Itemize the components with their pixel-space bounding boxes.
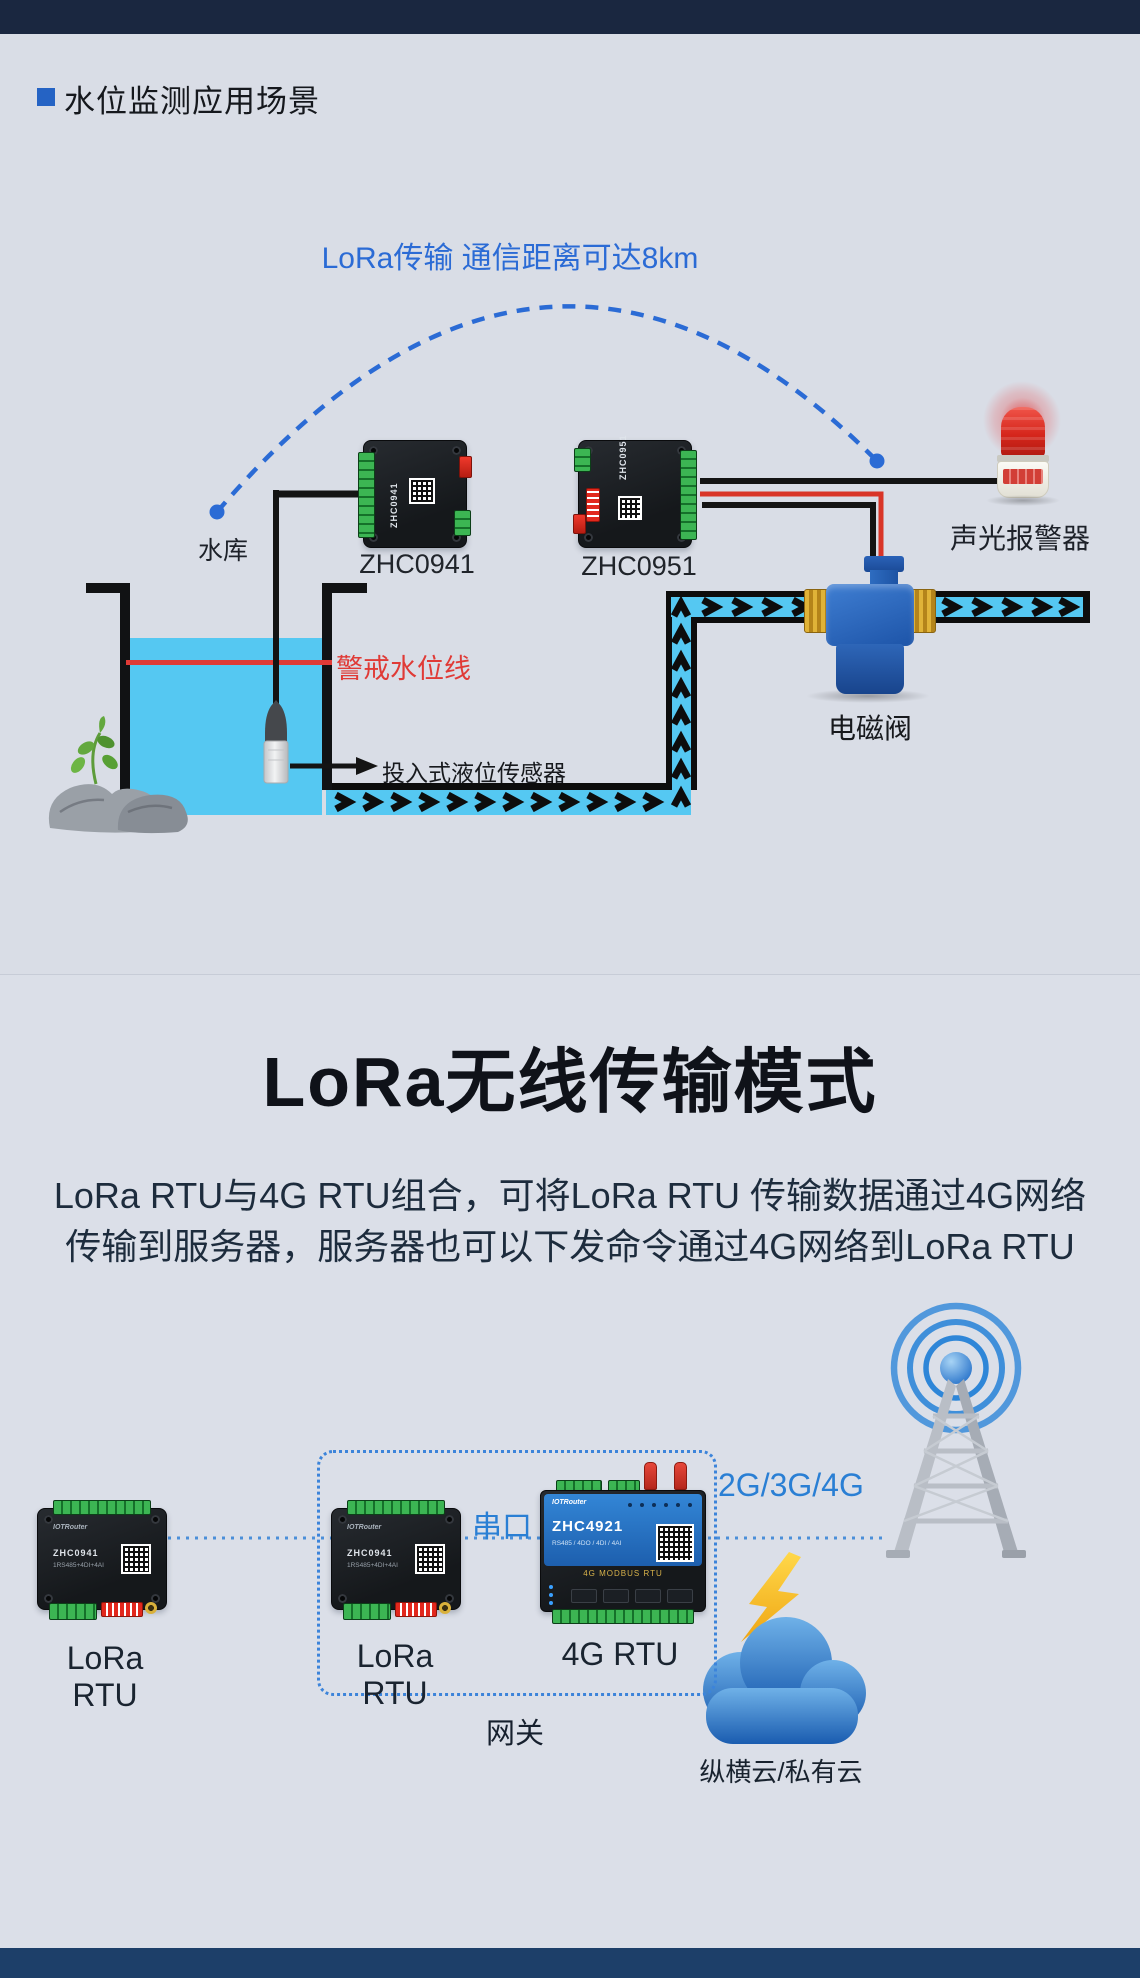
model-sub-print: 1RS485+4DI+4AI bbox=[347, 1562, 398, 1569]
model-print: ZHC0941 bbox=[347, 1548, 393, 1558]
warning-line-label: 警戒水位线 bbox=[336, 654, 471, 684]
lora-rtu-1-label: LoRa RTU bbox=[66, 1640, 144, 1713]
alarm-base bbox=[997, 461, 1049, 498]
lightning-icon bbox=[741, 1552, 801, 1642]
sensor-label-arrow bbox=[290, 757, 378, 775]
brand-print: IOTRouter bbox=[552, 1499, 587, 1506]
cloud-label: 纵横云/私有云 bbox=[699, 1757, 863, 1787]
alarm-label: 声光报警器 bbox=[950, 523, 1091, 554]
network-label: 2G/3G/4G bbox=[718, 1467, 864, 1503]
device-zhc0951: ZHC0951 bbox=[573, 434, 697, 548]
signal-tower-icon bbox=[886, 1302, 1026, 1558]
brand-print: IOTRouter bbox=[53, 1524, 88, 1531]
warning-water-line bbox=[126, 660, 332, 665]
section2-description: LoRa RTU与4G RTU组合，可将LoRa RTU 传输数据通过4G网络 … bbox=[0, 1170, 1140, 1272]
section1-title: 水位监测应用场景 bbox=[64, 84, 320, 119]
water-monitoring-diagram bbox=[48, 304, 1090, 834]
alarm-collar bbox=[997, 455, 1049, 462]
model-print: ZHC4921 bbox=[552, 1518, 624, 1535]
device-zhc0941: ZHC0941 bbox=[358, 440, 472, 548]
device-type-print: 4G MODBUS RTU bbox=[583, 1569, 663, 1578]
valve-brass-left bbox=[804, 589, 830, 633]
reservoir-water bbox=[130, 638, 322, 815]
antenna-icon bbox=[644, 1462, 657, 1490]
signal-wires bbox=[276, 478, 1002, 568]
device-lora-rtu-1: IOTRouter ZHC0941 1RS485+4DI+4AI bbox=[37, 1500, 167, 1620]
lora-link-arc bbox=[209, 304, 885, 520]
valve-brass-right bbox=[910, 589, 936, 633]
lora-mode-diagram bbox=[168, 1302, 1026, 1744]
qr-code bbox=[618, 496, 642, 520]
serial-port-label: 串口 bbox=[472, 1511, 532, 1544]
section-water-monitoring bbox=[0, 34, 1140, 974]
lora-rtu-2-label: LoRa RTU bbox=[356, 1638, 434, 1711]
model-print: ZHC0941 bbox=[53, 1548, 99, 1558]
valve-neck bbox=[870, 570, 898, 588]
level-sensor bbox=[263, 490, 289, 784]
sensor-label: 投入式液位传感器 bbox=[382, 760, 566, 786]
device-zhc0941-label: ZHC0941 bbox=[359, 549, 475, 579]
device-zhc0951-label: ZHC0951 bbox=[581, 551, 697, 581]
antenna-connector bbox=[145, 1602, 157, 1614]
qr-code bbox=[121, 1544, 151, 1574]
brand-print: IOTRouter bbox=[347, 1524, 382, 1531]
solenoid-valve-icon bbox=[826, 584, 914, 646]
alarm-beacon-icon bbox=[1001, 407, 1045, 457]
gateway-label: 网关 bbox=[485, 1718, 544, 1750]
antenna-connector bbox=[439, 1602, 451, 1614]
alarm-shadow bbox=[986, 495, 1060, 506]
valve-label: 电磁阀 bbox=[827, 713, 912, 744]
valve-top-connector bbox=[864, 556, 904, 572]
device-4g-rtu: IOTRouter ZHC4921 RS485 / 4DO / 4DI / 4A… bbox=[540, 1462, 706, 1624]
top-bar bbox=[0, 0, 1140, 34]
reservoir-walls bbox=[86, 583, 367, 815]
qr-code bbox=[656, 1524, 694, 1562]
model-sub-print: RS485 / 4DO / 4DI / 4AI bbox=[552, 1540, 622, 1547]
antenna-icon bbox=[674, 1462, 687, 1490]
device-model-print: ZHC0941 bbox=[389, 482, 399, 528]
description-line1: LoRa RTU与4G RTU组合，可将LoRa RTU 传输数据通过4G网络 bbox=[53, 1175, 1087, 1216]
valve-lower-body bbox=[836, 644, 904, 694]
gateway-box bbox=[317, 1450, 717, 1696]
qr-code bbox=[409, 478, 435, 504]
plant bbox=[70, 716, 118, 785]
device-lora-rtu-2: IOTRouter ZHC0941 1RS485+4DI+4AI bbox=[331, 1500, 461, 1620]
description-line2: 传输到服务器，服务器也可以下发命令通过4G网络到LoRa RTU bbox=[65, 1226, 1075, 1267]
section-lora-mode bbox=[0, 974, 1140, 1948]
cloud-icon bbox=[703, 1617, 866, 1744]
4g-rtu-label: 4G RTU bbox=[561, 1636, 679, 1672]
rocks bbox=[48, 784, 188, 834]
model-sub-print: 1RS485+4DI+4AI bbox=[53, 1562, 104, 1569]
qr-code bbox=[415, 1544, 445, 1574]
device-model-print: ZHC0951 bbox=[618, 434, 628, 480]
lora-link-label: LoRa传输 通信距离可达8km bbox=[321, 242, 699, 275]
footer-bar bbox=[0, 1948, 1140, 1978]
section2-title: LoRa无线传输模式 bbox=[262, 1043, 878, 1121]
reservoir-label: 水库 bbox=[197, 537, 248, 565]
header-bullet-icon bbox=[37, 88, 55, 106]
